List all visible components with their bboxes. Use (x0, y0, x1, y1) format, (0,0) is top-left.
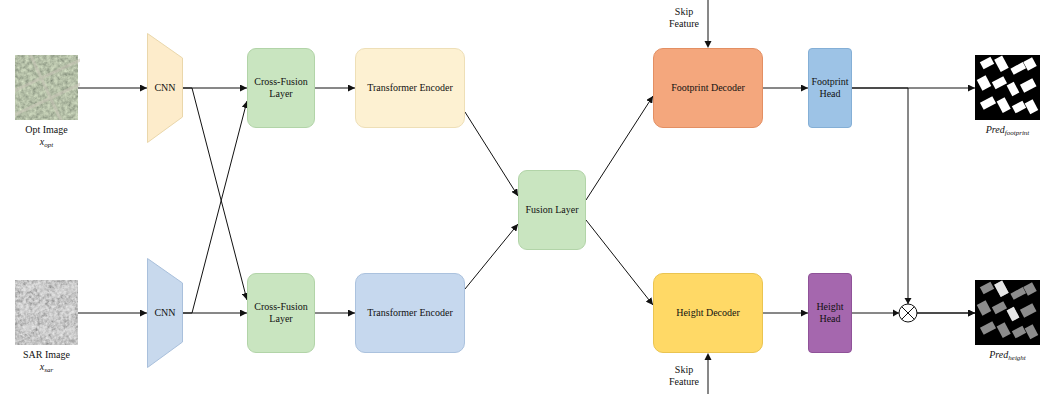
flow-arrow (763, 88, 808, 89)
box-label: Height Decoder (676, 307, 740, 319)
fusion-box: Cross-Fusion Layer (247, 273, 315, 353)
image-caption: Predheight (989, 349, 1026, 361)
flow-arrow (183, 101, 247, 313)
cnn-block: CNN (147, 33, 183, 143)
flow-arrow (315, 313, 355, 314)
box-label: Transformer Encoder (367, 307, 452, 319)
head-box: Height Head (808, 273, 852, 353)
optical-image (12, 53, 86, 127)
box-label: Height Head (813, 301, 847, 325)
cnn-block: CNN (147, 258, 183, 368)
box-label: Footprint Decoder (671, 82, 745, 94)
flow-arrow (183, 313, 247, 314)
flow-arrow (78, 313, 147, 314)
output-image: Predheight (975, 280, 1040, 345)
box-label: CNN (154, 307, 175, 319)
image-label: xsar (23, 361, 70, 373)
decoder-box: Footprint Decoder (653, 48, 763, 128)
decoder-box: Height Decoder (653, 273, 763, 353)
image-label: Predfootprint (986, 124, 1030, 136)
sar-image (15, 280, 78, 345)
box-label: Transformer Encoder (367, 82, 452, 94)
flow-arrow (465, 224, 518, 289)
skip-label: Skip Feature (662, 364, 706, 388)
box-label: CNN (154, 82, 175, 94)
flow-arrow (586, 96, 653, 200)
image-label: Opt Image (25, 124, 68, 136)
box-label: Cross-Fusion Layer (252, 76, 310, 100)
height-prediction-image (975, 280, 1040, 345)
box-label: Fusion Layer (525, 204, 578, 216)
image-caption: Opt Imagexopt (25, 124, 68, 147)
image-caption: Predfootprint (986, 124, 1030, 136)
box-label: Cross-Fusion Layer (252, 301, 310, 325)
image-label: xopt (25, 136, 68, 148)
encoder-box: Transformer Encoder (355, 48, 465, 128)
input-image: Opt Imagexopt (15, 55, 78, 120)
fusion-box: Fusion Layer (518, 170, 586, 250)
flow-arrow (852, 88, 975, 313)
flow-arrow (763, 313, 808, 314)
multiply-symbol (893, 298, 917, 322)
image-label: SAR Image (23, 349, 70, 361)
output-image: Predfootprint (975, 55, 1040, 120)
input-image: SAR Imagexsar (15, 280, 78, 345)
image-label: Predheight (989, 349, 1026, 361)
box-label: Footprint Head (811, 76, 848, 100)
footprint-prediction-image (975, 55, 1040, 120)
head-box: Footprint Head (808, 48, 852, 128)
flow-arrow (465, 112, 518, 196)
flow-arrow (315, 88, 355, 89)
skip-label: Skip Feature (662, 6, 706, 30)
encoder-box: Transformer Encoder (355, 273, 465, 353)
image-caption: SAR Imagexsar (23, 349, 70, 372)
flow-arrow (78, 88, 147, 89)
fusion-box: Cross-Fusion Layer (247, 48, 315, 128)
flow-arrow (183, 88, 247, 300)
flow-arrow (586, 220, 653, 305)
